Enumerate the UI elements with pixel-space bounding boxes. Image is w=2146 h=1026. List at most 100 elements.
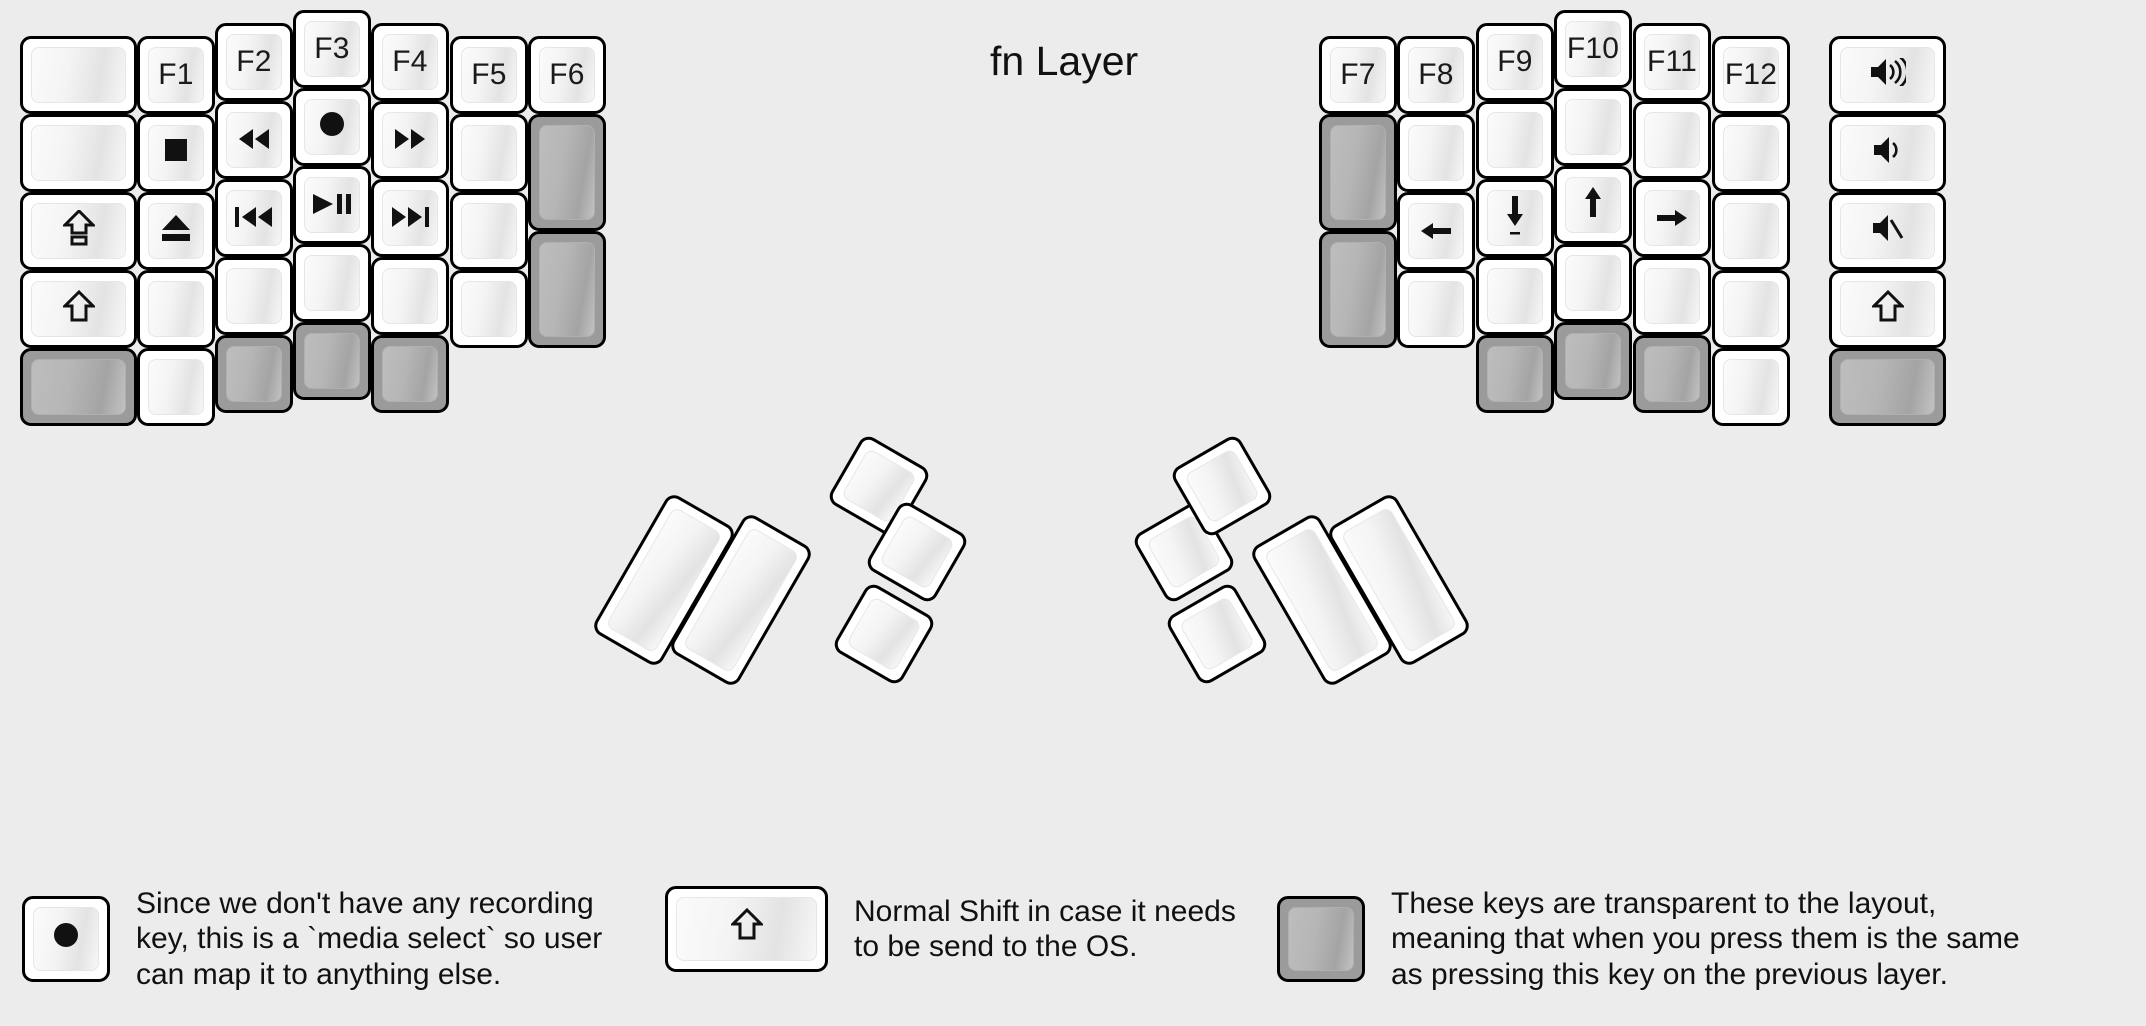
key-col-f1-0[interactable]: F1 bbox=[137, 36, 215, 114]
key-col-f2-0[interactable]: F2 bbox=[215, 23, 293, 101]
key-col-outer-2[interactable] bbox=[20, 192, 137, 270]
key-col-f2-1[interactable] bbox=[215, 101, 293, 179]
key-col-f3-0[interactable]: F3 bbox=[293, 10, 371, 88]
key-col-f3-4[interactable] bbox=[293, 322, 371, 400]
key-col-f5-2[interactable] bbox=[450, 192, 528, 270]
key-cap bbox=[382, 34, 438, 90]
key-cap bbox=[1183, 447, 1261, 525]
key-col-outer-1[interactable] bbox=[1829, 114, 1946, 192]
key-cap bbox=[845, 595, 923, 673]
key-label: F10 bbox=[1566, 32, 1620, 65]
key-cap bbox=[461, 281, 517, 337]
key-col-f3-1[interactable] bbox=[293, 88, 371, 166]
legend-item-0: Since we don't have any recording key, t… bbox=[22, 886, 602, 992]
key-col-f4-4[interactable] bbox=[371, 335, 449, 413]
key-col-f1-2[interactable] bbox=[137, 192, 215, 270]
key-cap bbox=[1565, 99, 1621, 155]
key-label: F6 bbox=[549, 58, 585, 91]
key-col-outer-3[interactable] bbox=[20, 270, 137, 348]
key-col-outer-3[interactable] bbox=[1829, 270, 1946, 348]
key-col-f1-4[interactable] bbox=[137, 348, 215, 426]
key-cap bbox=[1408, 125, 1464, 181]
key-col-f12-4[interactable] bbox=[1712, 348, 1790, 426]
key-col-f7-0[interactable]: F7 bbox=[1319, 36, 1397, 114]
key-col-f11-1[interactable] bbox=[1633, 101, 1711, 179]
key-col-outer-0[interactable] bbox=[20, 36, 137, 114]
key-col-f5-1[interactable] bbox=[450, 114, 528, 192]
stop-icon bbox=[162, 136, 190, 170]
key-col-outer-4[interactable] bbox=[20, 348, 137, 426]
key-cap bbox=[1487, 346, 1543, 402]
key-col-outer-4[interactable] bbox=[1829, 348, 1946, 426]
key-col-f10-3[interactable] bbox=[1554, 244, 1632, 322]
key-col-f2-3[interactable] bbox=[215, 257, 293, 335]
legend-text-0: Since we don't have any recording key, t… bbox=[136, 887, 603, 991]
key-col-f11-4[interactable] bbox=[1633, 335, 1711, 413]
key-col-f5-3[interactable] bbox=[450, 270, 528, 348]
key-cap bbox=[226, 346, 282, 402]
key-col-f8-0[interactable]: F8 bbox=[1397, 36, 1475, 114]
key-col-outer-2[interactable] bbox=[1829, 192, 1946, 270]
shift-icon bbox=[728, 907, 765, 950]
key-col-f10-4[interactable] bbox=[1554, 322, 1632, 400]
key-col-f10-2[interactable] bbox=[1554, 166, 1632, 244]
key-col-f2-4[interactable] bbox=[215, 335, 293, 413]
prev-track-icon bbox=[234, 201, 274, 235]
key-col-f1-1[interactable] bbox=[137, 114, 215, 192]
key-col-f9-4[interactable] bbox=[1476, 335, 1554, 413]
key-col-f10-1[interactable] bbox=[1554, 88, 1632, 166]
key-col-f2-2[interactable] bbox=[215, 179, 293, 257]
key-col-f4-2[interactable] bbox=[371, 179, 449, 257]
key-cap bbox=[1723, 203, 1779, 259]
key-col-f9-0[interactable]: F9 bbox=[1476, 23, 1554, 101]
key-cap bbox=[1487, 268, 1543, 324]
key-col-f4-3[interactable] bbox=[371, 257, 449, 335]
key-col-f10-0[interactable]: F10 bbox=[1554, 10, 1632, 88]
key-label: F5 bbox=[471, 58, 507, 91]
key-cap bbox=[226, 34, 282, 90]
key-col-f4-1[interactable] bbox=[371, 101, 449, 179]
key-col-f9-2[interactable] bbox=[1476, 179, 1554, 257]
arrow-down-icon bbox=[1504, 194, 1526, 242]
key-col-f8-2[interactable] bbox=[1397, 192, 1475, 270]
key-cap bbox=[1565, 21, 1621, 77]
key-col-f6-1[interactable] bbox=[528, 114, 606, 231]
key-col-outer-1[interactable] bbox=[20, 114, 137, 192]
key-col-f4-0[interactable]: F4 bbox=[371, 23, 449, 101]
key-cap bbox=[382, 112, 438, 168]
key-col-f1-3[interactable] bbox=[137, 270, 215, 348]
key-cap bbox=[1330, 242, 1386, 337]
legend-key-1 bbox=[665, 886, 828, 972]
volume-down-icon bbox=[1873, 136, 1903, 170]
key-col-f12-3[interactable] bbox=[1712, 270, 1790, 348]
key-col-f7-2[interactable] bbox=[1319, 231, 1397, 348]
key-col-f6-2[interactable] bbox=[528, 231, 606, 348]
key-col-f6-0[interactable]: F6 bbox=[528, 36, 606, 114]
legend-text-1: Normal Shift in case it needs to be send… bbox=[854, 894, 1236, 963]
key-col-f3-3[interactable] bbox=[293, 244, 371, 322]
key-cap bbox=[1840, 359, 1935, 415]
key-col-f11-3[interactable] bbox=[1633, 257, 1711, 335]
key-col-f11-2[interactable] bbox=[1633, 179, 1711, 257]
key-col-f12-0[interactable]: F12 bbox=[1712, 36, 1790, 114]
key-col-f12-1[interactable] bbox=[1712, 114, 1790, 192]
key-col-outer-0[interactable] bbox=[1829, 36, 1946, 114]
shift-icon bbox=[1869, 289, 1906, 329]
key-label: F12 bbox=[1724, 58, 1778, 91]
key-col-f8-3[interactable] bbox=[1397, 270, 1475, 348]
key-cap bbox=[148, 281, 204, 337]
key-col-f9-1[interactable] bbox=[1476, 101, 1554, 179]
key-col-f9-3[interactable] bbox=[1476, 257, 1554, 335]
key-cap bbox=[1487, 112, 1543, 168]
key-col-f11-0[interactable]: F11 bbox=[1633, 23, 1711, 101]
key-col-f8-1[interactable] bbox=[1397, 114, 1475, 192]
legend-key-2 bbox=[1277, 896, 1365, 983]
key-col-f3-2[interactable] bbox=[293, 166, 371, 244]
key-cap bbox=[304, 255, 360, 311]
key-label: F2 bbox=[236, 45, 272, 78]
key-col-f7-1[interactable] bbox=[1319, 114, 1397, 231]
key-cap bbox=[148, 359, 204, 415]
key-col-f5-0[interactable]: F5 bbox=[450, 36, 528, 114]
key-col-f12-2[interactable] bbox=[1712, 192, 1790, 270]
